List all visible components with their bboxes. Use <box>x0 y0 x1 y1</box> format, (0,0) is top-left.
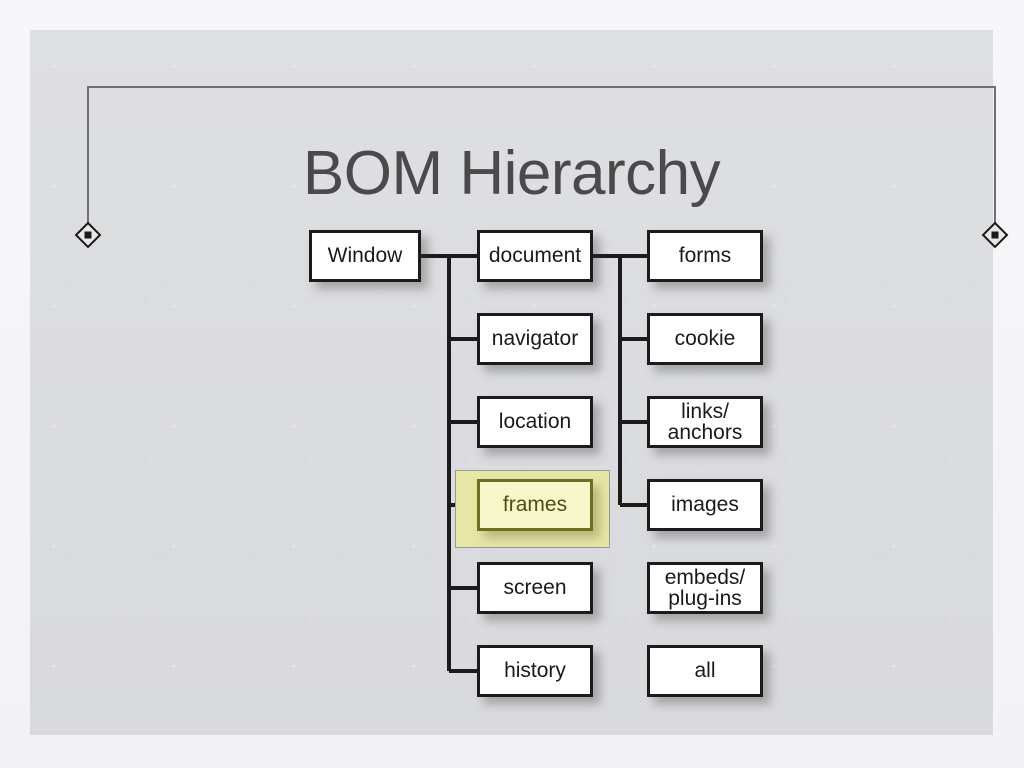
diagram-node-label: document <box>488 244 582 268</box>
slide-canvas: BOM Hierarchy Window document navigator loc… <box>30 30 1009 735</box>
diagram-node-images[interactable]: images <box>647 479 763 531</box>
diagram-node-document[interactable]: document <box>477 230 593 282</box>
diagram-node-label: navigator <box>491 327 579 351</box>
diagram-node-label: all <box>694 659 716 683</box>
diagram-node-label: screen <box>503 576 567 600</box>
decorative-right-rule <box>994 86 996 226</box>
diagram-node-embeds[interactable]: embeds/plug-ins <box>647 562 763 614</box>
diagram-node-window[interactable]: Window <box>309 230 421 282</box>
diagram-node-label: links/anchors <box>667 399 743 444</box>
bom-hierarchy-diagram: Window document navigator location frames scr… <box>30 30 993 735</box>
diagram-node-label: forms <box>678 244 732 268</box>
diagram-node-label: frames <box>502 493 568 517</box>
diagram-node-navigator[interactable]: navigator <box>477 313 593 365</box>
decorative-left-rule <box>87 86 89 226</box>
diagram-node-label-line2: plug-ins <box>668 587 742 610</box>
diagram-node-screen[interactable]: screen <box>477 562 593 614</box>
diagram-node-label: location <box>498 410 572 434</box>
diagram-node-cookie[interactable]: cookie <box>647 313 763 365</box>
diagram-node-links[interactable]: links/anchors <box>647 396 763 448</box>
diagram-node-forms[interactable]: forms <box>647 230 763 282</box>
decorative-top-rule <box>88 86 996 88</box>
diagram-node-label: embeds/plug-ins <box>664 565 746 610</box>
decorative-diamond-left-icon <box>74 221 102 249</box>
page-title: BOM Hierarchy <box>302 139 721 208</box>
diagram-node-label: cookie <box>674 327 736 351</box>
diagram-node-all[interactable]: all <box>647 645 763 697</box>
diagram-node-label: Window <box>327 244 403 268</box>
diagram-node-location[interactable]: location <box>477 396 593 448</box>
diagram-node-label-line2: anchors <box>667 421 743 444</box>
diagram-node-label: history <box>504 659 566 683</box>
diagram-node-frames[interactable]: frames <box>477 479 593 531</box>
diagram-node-history[interactable]: history <box>477 645 593 697</box>
diagram-node-label: images <box>671 493 739 517</box>
decorative-diamond-right-icon <box>981 221 1009 249</box>
diagram-connectors <box>421 254 647 673</box>
